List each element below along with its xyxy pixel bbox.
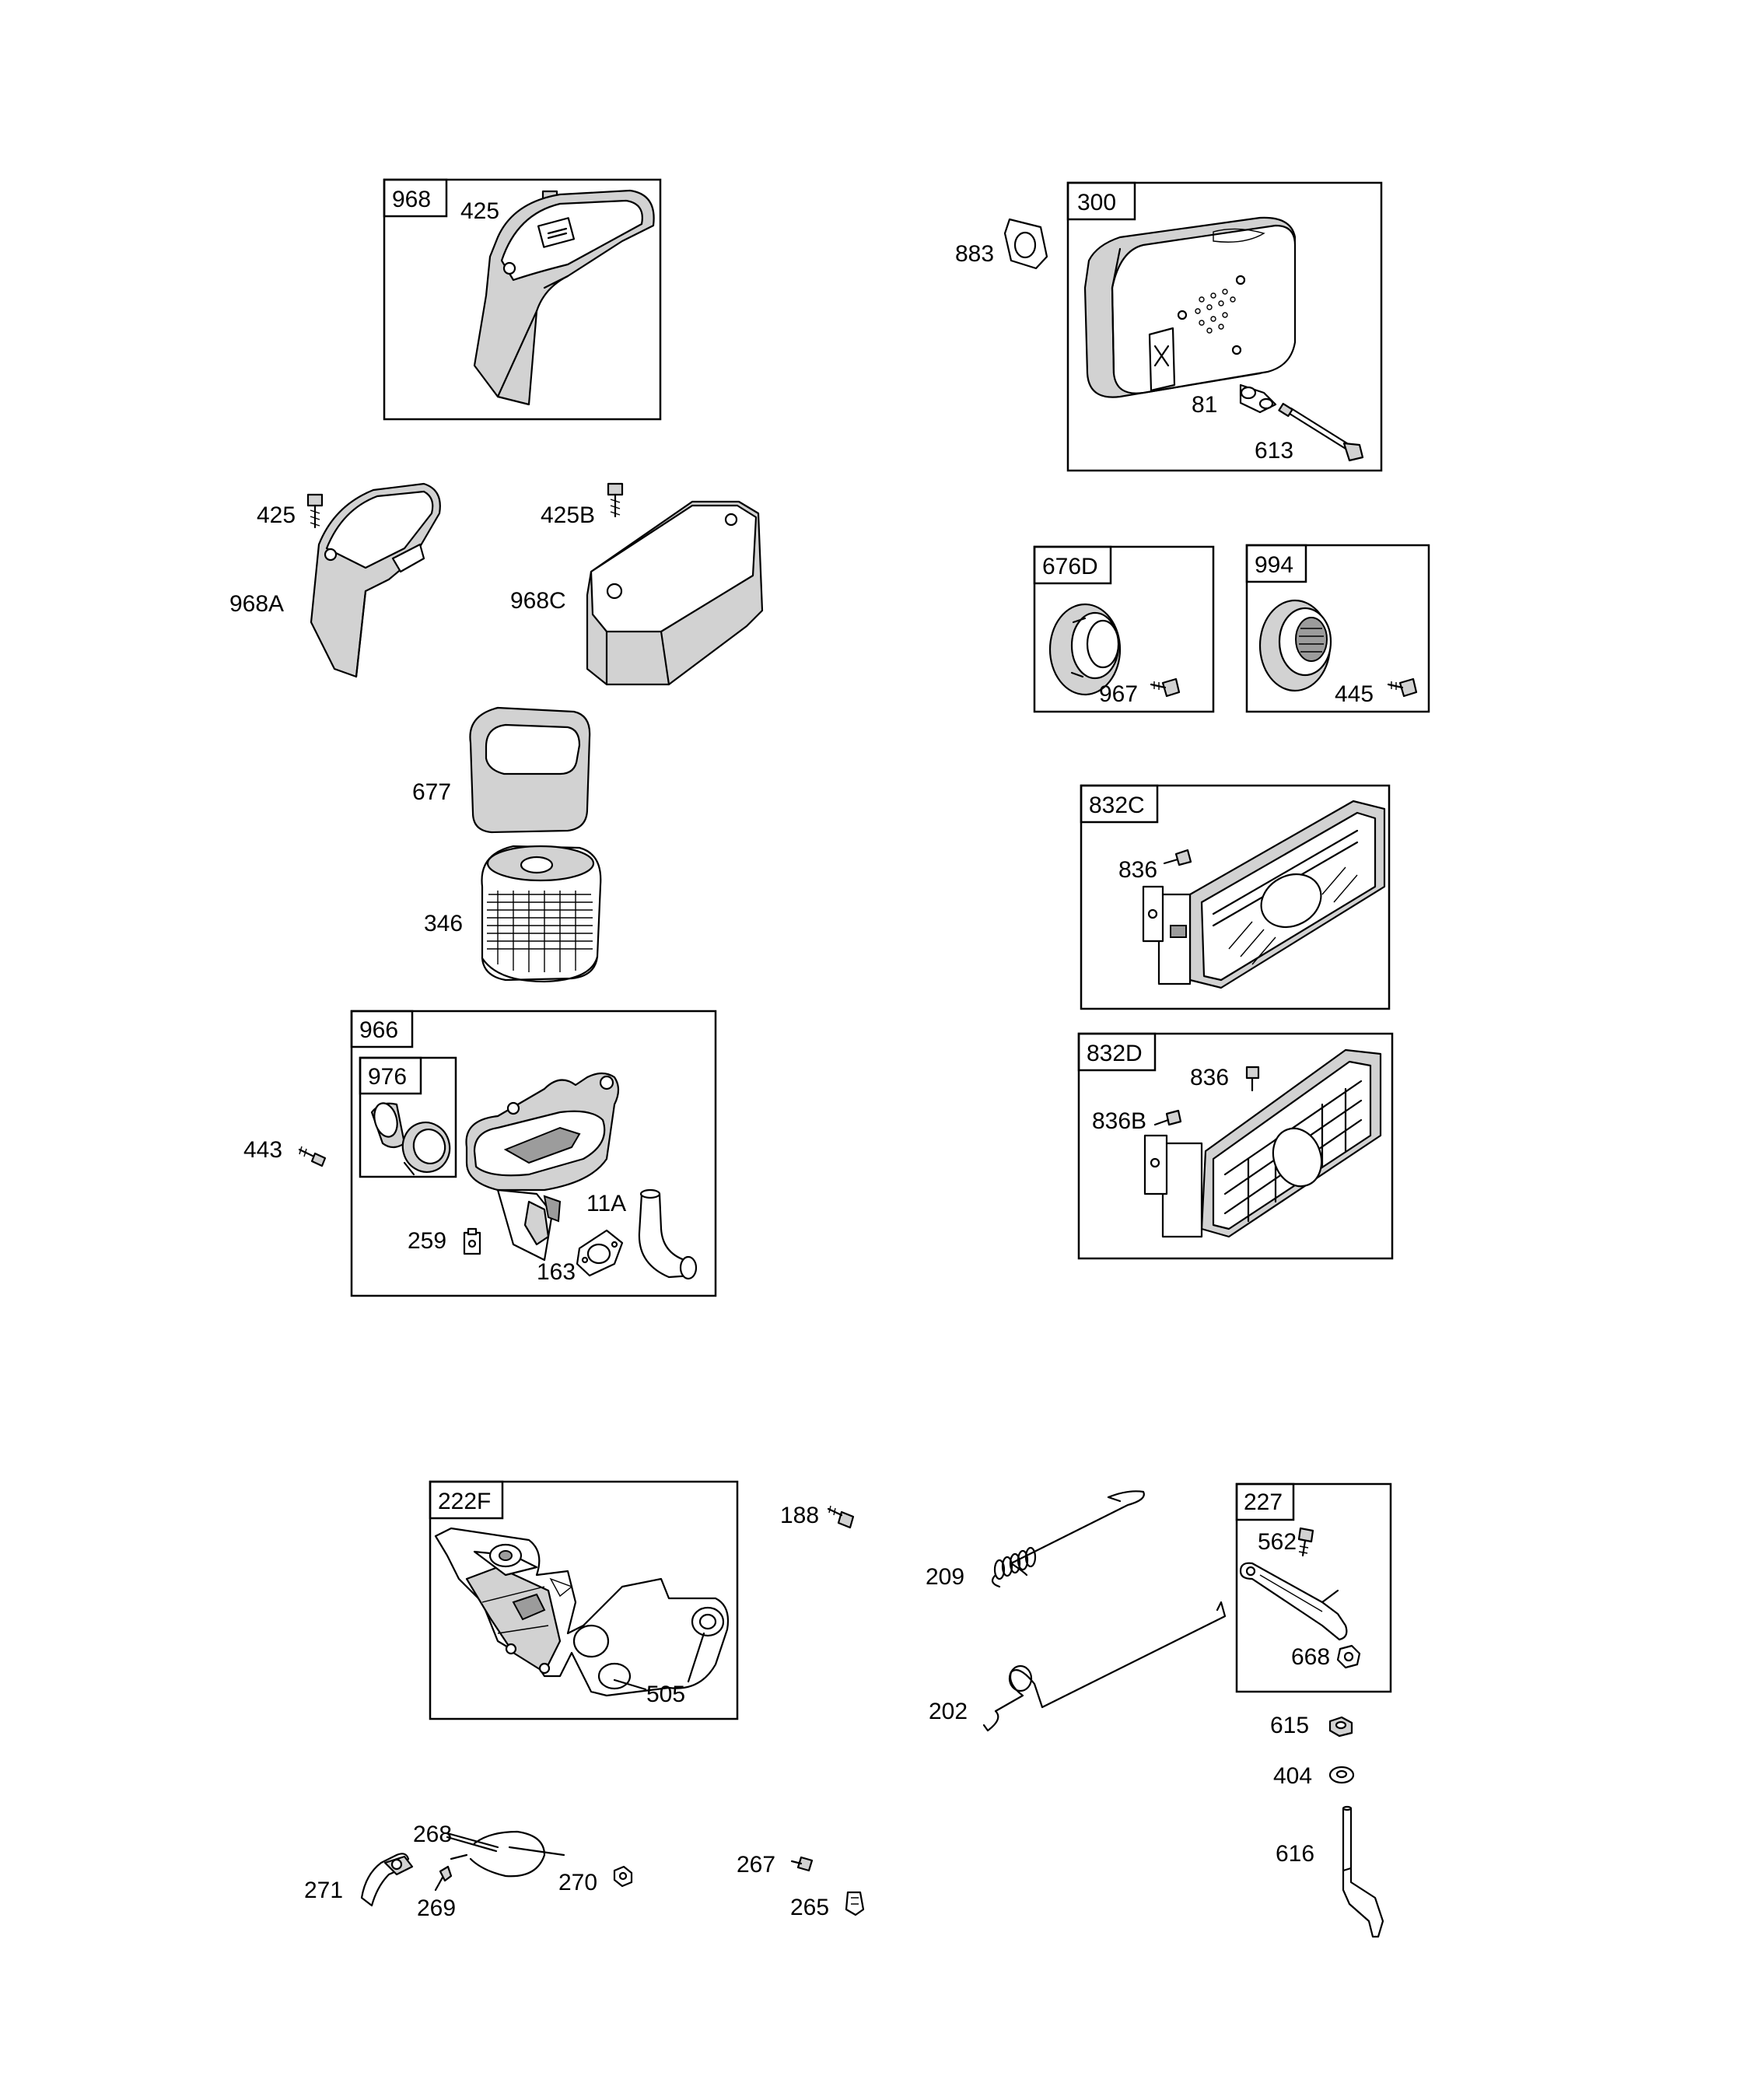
leader-line xyxy=(613,1678,647,1691)
nut-part-615 xyxy=(1328,1716,1353,1738)
part-number: 445 xyxy=(1335,681,1374,707)
part-number: 836 xyxy=(1118,857,1157,883)
screw-part-267 xyxy=(790,1856,814,1872)
part-number: 268 xyxy=(413,1822,452,1847)
group-222F: 222F 505 xyxy=(429,1480,739,1720)
leader-line xyxy=(687,1632,705,1683)
air-cleaner-cover-968A xyxy=(310,482,441,678)
part-number: 202 xyxy=(929,1699,968,1724)
part-number: 967 xyxy=(1099,681,1138,707)
muffler-300 xyxy=(1083,216,1297,398)
muffler-guard-832C xyxy=(1142,800,1386,989)
part-number: 271 xyxy=(304,1878,343,1903)
stud-part-443 xyxy=(298,1146,327,1167)
screw-part-836 xyxy=(1245,1066,1260,1092)
gasket-part-883: 883 xyxy=(955,218,1048,270)
gasket-part-163 xyxy=(576,1229,624,1277)
nut-part-505 xyxy=(1336,1644,1361,1669)
part-number: 267 xyxy=(737,1852,775,1878)
part-number: 836B xyxy=(1092,1108,1146,1134)
shaft-part-616 xyxy=(1342,1805,1384,1938)
group-label: 676D xyxy=(1042,554,1098,579)
group-label: 976 xyxy=(368,1064,407,1090)
screw-part-425B xyxy=(607,482,624,518)
part-number: 505 xyxy=(646,1682,685,1707)
part-number: 270 xyxy=(558,1870,597,1895)
bolt-part-613 xyxy=(1278,402,1364,462)
group-label: 966 xyxy=(359,1017,398,1043)
group-966: 966 976 11A 259 xyxy=(350,1010,717,1297)
pre-cleaner-967 xyxy=(469,706,591,834)
group-832C: 832C 836 xyxy=(1080,784,1391,1010)
part-number: 677 xyxy=(412,779,451,805)
part-number: 883 xyxy=(955,241,994,267)
part-number: 163 xyxy=(537,1259,576,1285)
group-label: 227 xyxy=(1244,1489,1283,1515)
muffler-guard-832D xyxy=(1143,1048,1382,1238)
screw-part-346 xyxy=(1387,677,1418,698)
screw-part-425 xyxy=(306,493,324,529)
ferrule-part-269 xyxy=(434,1865,453,1892)
part-number: 668 xyxy=(1291,1644,1330,1670)
spark-arrestor-screen xyxy=(1258,599,1332,692)
lever-part-227 xyxy=(1239,1562,1348,1641)
group-label: 300 xyxy=(1077,190,1116,215)
part-number: 81 xyxy=(1192,392,1217,418)
part-number: 836 xyxy=(1190,1065,1229,1090)
breather-tube-11A xyxy=(638,1188,698,1280)
part-number: 11A xyxy=(586,1191,626,1216)
part-number: 425 xyxy=(257,502,296,528)
part-number: 616 xyxy=(1276,1841,1314,1867)
part-number: 615 xyxy=(1270,1713,1309,1738)
control-bracket-222F xyxy=(434,1527,730,1697)
group-label: 968 xyxy=(392,187,431,212)
group-300: 300 81 613 xyxy=(1066,181,1383,472)
part-number: 209 xyxy=(926,1564,964,1590)
air-cleaner-cover-968 xyxy=(473,189,655,406)
group-label: 832C xyxy=(1089,793,1145,818)
screw-part-677 xyxy=(1150,677,1181,698)
group-label: 994 xyxy=(1255,552,1293,578)
governor-link-202 xyxy=(982,1601,1227,1732)
clip-part-259 xyxy=(463,1227,481,1255)
group-832D: 832D 836 836B xyxy=(1077,1032,1394,1260)
screw-part-562 xyxy=(1297,1527,1314,1557)
lever-part-271 xyxy=(360,1853,414,1907)
governor-spring-209 xyxy=(991,1490,1145,1588)
part-number: 259 xyxy=(408,1228,446,1254)
screw-part-836 xyxy=(1163,849,1192,866)
part-number: 425 xyxy=(460,198,499,224)
adapter-part-976 xyxy=(370,1102,451,1176)
group-676D: 676D 967 xyxy=(1033,545,1215,713)
part-number: 613 xyxy=(1255,438,1293,464)
screw-part-836B xyxy=(1153,1109,1182,1126)
part-number: 425B xyxy=(541,502,595,528)
spark-arrestor-flange xyxy=(1048,603,1122,696)
part-number: 269 xyxy=(417,1895,456,1921)
part-number: 188 xyxy=(780,1503,819,1528)
air-cleaner-base-966 xyxy=(465,1072,620,1262)
part-number: 265 xyxy=(790,1895,829,1920)
clip-part-265 xyxy=(845,1891,865,1916)
group-label: 222F xyxy=(438,1489,491,1514)
part-number: 346 xyxy=(424,911,463,936)
bracket-part-81 xyxy=(1239,383,1277,414)
nut-part-270 xyxy=(613,1865,633,1888)
part-number: 562 xyxy=(1258,1529,1297,1555)
part-number: 968A xyxy=(229,591,284,617)
group-227: 227 562 668 xyxy=(1235,1482,1392,1693)
part-number: 443 xyxy=(243,1137,282,1163)
air-filter-445 xyxy=(481,845,602,983)
group-label: 832D xyxy=(1087,1041,1143,1066)
group-968: 968 425 xyxy=(383,178,662,421)
part-number: 404 xyxy=(1273,1763,1312,1789)
part-number: 968C xyxy=(510,588,566,614)
screw-part-188 xyxy=(827,1505,855,1529)
group-994: 994 445 xyxy=(1245,544,1430,713)
cable-part-268 xyxy=(446,1830,565,1878)
washer-part-404 xyxy=(1328,1766,1355,1784)
air-cleaner-cover-968C xyxy=(586,500,764,686)
